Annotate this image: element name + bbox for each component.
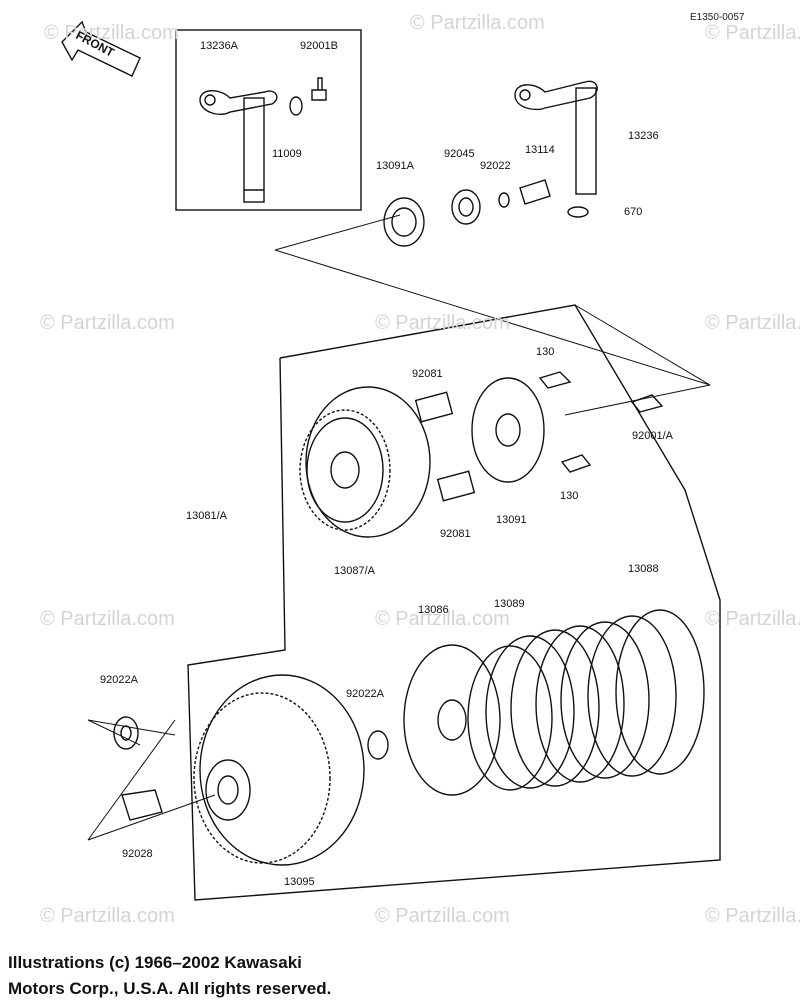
bolt-92001B: [311, 77, 327, 101]
clutch-exploded-diagram: [61, 20, 721, 901]
part-label-92001A[interactable]: 92001/A: [632, 430, 673, 442]
part-label-11009[interactable]: 11009: [272, 148, 302, 160]
part-label-92045[interactable]: 92045: [444, 148, 475, 160]
part-label-13114[interactable]: 13114: [525, 144, 555, 156]
pin-13114: [519, 179, 551, 205]
spring-92081-top: [414, 391, 454, 423]
part-label-13087A[interactable]: 13087/A: [334, 565, 375, 577]
watermark: © Partzilla.com: [375, 905, 510, 927]
washer-670: [567, 206, 589, 218]
clutch-housing-13095: [193, 674, 365, 866]
oil-seal-13091A: [383, 197, 425, 247]
watermark: © Partzilla.com: [705, 22, 800, 44]
part-label-130-top[interactable]: 130: [536, 346, 555, 358]
copyright-line-2: Motors Corp., U.S.A. All rights reserved…: [8, 979, 332, 998]
shift-lever-13236A: [199, 90, 278, 203]
watermark: © Partzilla.com: [705, 608, 800, 630]
part-label-13236A[interactable]: 13236A: [200, 40, 238, 52]
bolt-130-bottom: [560, 454, 592, 473]
part-label-92022A-left[interactable]: 92022A: [100, 674, 138, 686]
copyright-line-1: Illustrations (c) 1966–2002 Kawasaki: [8, 953, 302, 972]
part-label-13089[interactable]: 13089: [494, 598, 525, 610]
diagram-ref-code: E1350-0057: [690, 12, 745, 23]
clutch-hub: [299, 386, 431, 538]
part-label-13095[interactable]: 13095: [284, 876, 315, 888]
part-label-92028[interactable]: 92028: [122, 848, 153, 860]
assembly-outline: [187, 304, 721, 901]
pressure-plate-13086: [403, 644, 501, 796]
spring-plate-13091: [471, 377, 545, 483]
watermark: © Partzilla.com: [410, 12, 545, 34]
watermark: © Partzilla.com: [705, 905, 800, 927]
part-label-92022[interactable]: 92022: [480, 160, 511, 172]
watermark: © Partzilla.com: [375, 608, 510, 630]
watermark: © Partzilla.com: [375, 312, 510, 334]
watermark: © Partzilla.com: [44, 22, 179, 44]
bolt-92001A: [630, 394, 664, 413]
inset-box: [175, 29, 362, 211]
part-label-13086[interactable]: 13086: [418, 604, 449, 616]
part-label-13091[interactable]: 13091: [496, 514, 527, 526]
part-label-13088[interactable]: 13088: [628, 563, 659, 575]
part-label-92001B[interactable]: 92001B: [300, 40, 338, 52]
sleeve-92028: [121, 789, 163, 821]
washer-92022A-left: [113, 716, 139, 750]
part-label-92081-bottom[interactable]: 92081: [440, 528, 471, 540]
watermark: © Partzilla.com: [40, 905, 175, 927]
clutch-plate-stack: [467, 609, 705, 791]
bearing-92045: [451, 189, 481, 225]
watermark: © Partzilla.com: [705, 312, 800, 334]
washer-92022A-mid: [367, 730, 389, 760]
part-label-13091A[interactable]: 13091A: [376, 160, 414, 172]
bolt-130-top: [538, 371, 572, 389]
part-label-130-bottom[interactable]: 130: [560, 490, 579, 502]
spring-92081-bottom: [436, 470, 476, 502]
watermark: © Partzilla.com: [40, 608, 175, 630]
part-label-670[interactable]: 670: [624, 206, 643, 218]
watermark: © Partzilla.com: [40, 312, 175, 334]
part-label-13081A[interactable]: 13081/A: [186, 510, 227, 522]
part-label-13236[interactable]: 13236: [628, 130, 659, 142]
part-label-92022A-mid[interactable]: 92022A: [346, 688, 384, 700]
copyright-notice: Illustrations (c) 1966–2002 Kawasaki Mot…: [8, 950, 331, 1002]
washer-11009: [289, 96, 303, 116]
front-arrow-icon: [61, 20, 141, 77]
part-label-92081-top[interactable]: 92081: [412, 368, 443, 380]
washer-92022: [498, 192, 510, 208]
shift-lever-13236: [514, 80, 598, 195]
